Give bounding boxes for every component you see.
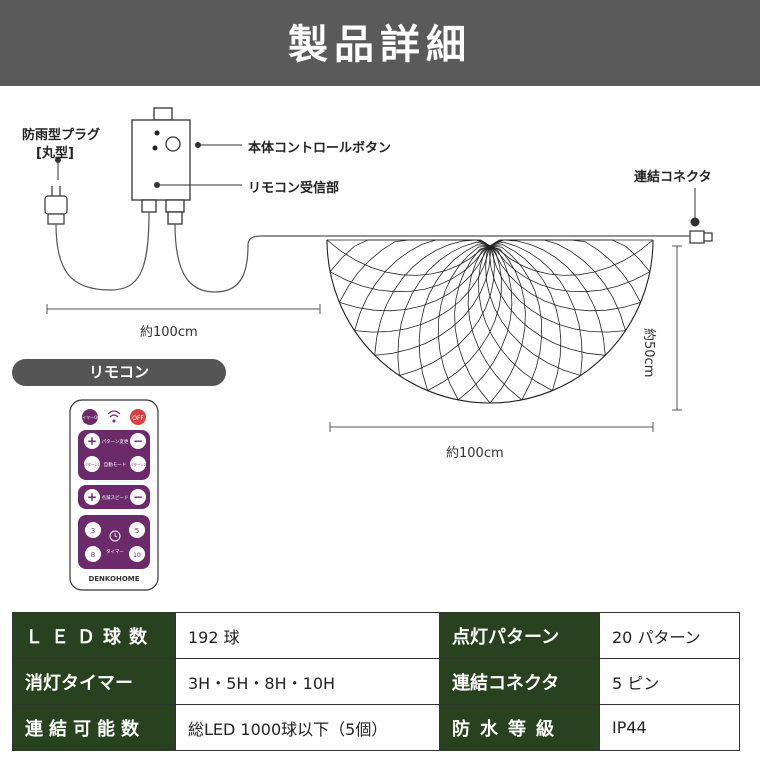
clock-icon [109, 530, 121, 542]
spec-table: ＬＥＤ球数 192 球 点灯パターン 20 パターン 消灯タイマー 3H・5H・… [12, 612, 740, 751]
spec-key: 連結可能数 [12, 704, 176, 751]
light-wire [418, 244, 491, 391]
width-label: 約100cm [446, 446, 504, 461]
light-wire [467, 245, 523, 401]
connector [689, 230, 713, 244]
light-wire [489, 245, 651, 293]
light-wire [489, 245, 543, 401]
light-wire [326, 239, 491, 276]
table-row: 消灯タイマー 3H・5H・8H・10H 連結コネクタ 5 ピン [12, 658, 740, 705]
light-wire [329, 239, 491, 273]
pattern2-label: パターン2 [130, 462, 146, 467]
plus-icon: + [87, 490, 97, 504]
auto-mode-label: 自動モード [104, 461, 127, 468]
minus-icon: − [133, 490, 143, 504]
light-wire [397, 241, 491, 376]
light-wire [489, 245, 626, 333]
brand-logo: DENKOHOME [88, 575, 139, 583]
spec-key: 連結コネクタ [439, 658, 600, 705]
cable-length-label: 約100cm [140, 325, 198, 340]
product-diagram: タイマーOFF OFF + − パターン変更 パターン1 自動モード パターン2… [44, 107, 713, 591]
light-wire [489, 245, 641, 312]
spec-key: 防水等級 [439, 704, 600, 751]
timer-10-label: 10 [133, 552, 141, 559]
light-wire [489, 245, 606, 356]
light-wire [329, 245, 491, 293]
light-wire [485, 245, 581, 376]
plus-icon: + [87, 434, 97, 448]
light-wire [374, 239, 491, 356]
receiver-dot [152, 145, 158, 151]
light-outline [326, 239, 654, 404]
cable [55, 211, 690, 293]
spec-key: ＬＥＤ球数 [12, 612, 176, 659]
remote-section-label: リモコン [12, 359, 226, 386]
light-wire [478, 245, 553, 391]
spec-key: 点灯パターン [439, 612, 600, 659]
light-wire [374, 245, 491, 356]
timer-3-label: 3 [91, 527, 95, 535]
light-wire [454, 245, 491, 404]
plug [44, 186, 68, 225]
minus-icon: − [133, 434, 143, 448]
controller-box [131, 107, 191, 225]
half-circle-light [326, 239, 654, 404]
spec-value: 192 球 [175, 612, 440, 659]
light-wire [354, 245, 491, 333]
light-wire [489, 245, 526, 404]
speed-label: 点滅スピード [102, 494, 129, 501]
light-wire [489, 241, 583, 376]
timer-5-label: 5 [135, 527, 139, 535]
connector-label: 連結コネクタ [634, 170, 712, 185]
indicator-dot [154, 130, 160, 136]
spec-value: 総LED 1000球以下（5個） [175, 704, 440, 751]
light-wire [489, 239, 606, 356]
light-wire [327, 239, 491, 247]
spec-value: 3H・5H・8H・10H [175, 658, 440, 705]
spec-value: 5 ピン [599, 658, 740, 705]
wifi-icon [107, 410, 121, 418]
header-bar: 製品詳細 [0, 0, 760, 86]
plug-sub-label: [丸型] [36, 146, 74, 161]
light-wire [339, 245, 491, 312]
timer-off-label: タイマーOFF [78, 414, 102, 420]
table-row: 連結可能数 総LED 1000球以下（5個） 防水等級 IP44 [12, 704, 740, 751]
light-wire [399, 245, 495, 376]
height-label: 約50cm [641, 328, 656, 378]
light-wire [489, 244, 562, 391]
spec-key: 消灯タイマー [12, 658, 176, 705]
timer-8-label: 8 [91, 551, 95, 559]
pattern-change-label: パターン変更 [102, 438, 129, 445]
page-title: 製品詳細 [288, 22, 472, 68]
receiver-label: リモコン受信部 [248, 181, 340, 196]
plug-label: 防雨型プラグ [22, 128, 101, 143]
light-wire [489, 239, 626, 331]
control-button-label: 本体コントロールボタン [248, 141, 392, 156]
off-label: OFF [132, 415, 144, 422]
spec-value: IP44 [599, 704, 740, 751]
spec-value: 20 パターン [599, 612, 740, 659]
light-wire [489, 239, 654, 276]
light-wire [437, 245, 491, 401]
table-row: ＬＥＤ球数 192 球 点灯パターン 20 パターン [12, 612, 740, 659]
remote-control: タイマーOFF OFF + − パターン変更 パターン1 自動モード パターン2… [69, 399, 159, 591]
dimension-lines [46, 245, 682, 432]
light-wire [427, 245, 502, 391]
pattern1-label: パターン1 [84, 462, 100, 467]
timer-label: タイマー [106, 548, 124, 555]
light-wire [489, 239, 651, 273]
light-wire [457, 245, 513, 401]
